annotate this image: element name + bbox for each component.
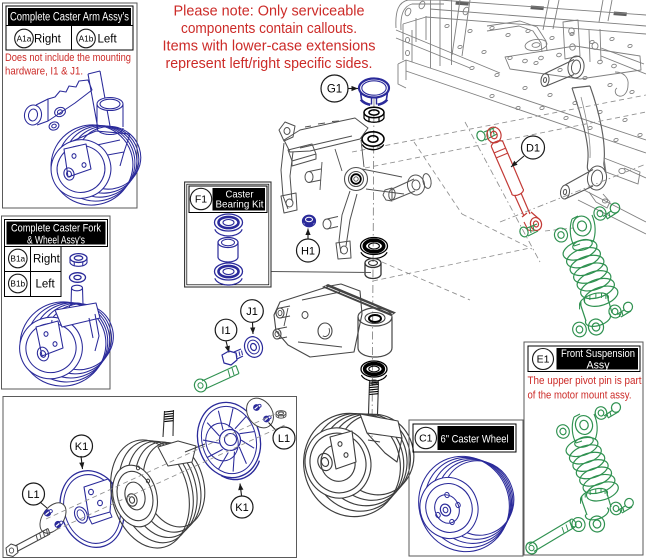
- svg-text:E1: E1: [537, 354, 550, 366]
- svg-text:The upper pivot pin is part: The upper pivot pin is part: [528, 375, 643, 387]
- svg-text:J1: J1: [246, 306, 258, 318]
- svg-text:H1: H1: [301, 245, 315, 257]
- svg-text:F1: F1: [195, 194, 207, 206]
- svg-text:Right: Right: [34, 34, 62, 46]
- svg-text:K1: K1: [235, 502, 248, 514]
- svg-text:Complete Caster Fork: Complete Caster Fork: [11, 223, 101, 235]
- svg-text:Caster: Caster: [226, 190, 255, 201]
- svg-text:Left: Left: [98, 34, 118, 46]
- svg-text:B1a: B1a: [10, 254, 25, 264]
- svg-text:A1b: A1b: [79, 34, 94, 44]
- svg-text:Right: Right: [33, 253, 61, 265]
- svg-text:of the motor mount assy.: of the motor mount assy.: [528, 390, 632, 402]
- svg-text:Bearing Kit: Bearing Kit: [216, 200, 264, 211]
- svg-text:L1: L1: [278, 433, 290, 445]
- svg-text:Does not include the mounting: Does not include the mounting: [5, 52, 131, 64]
- svg-text:L1: L1: [27, 489, 39, 501]
- svg-text:Assy: Assy: [587, 360, 610, 372]
- svg-text:A1a: A1a: [17, 34, 32, 44]
- svg-text:Front Suspension: Front Suspension: [561, 348, 635, 360]
- svg-text:G1: G1: [327, 84, 342, 96]
- svg-text:hardware, I1 & J1.: hardware, I1 & J1.: [5, 66, 83, 78]
- svg-text:C1: C1: [419, 433, 433, 445]
- svg-text:B1b: B1b: [10, 279, 25, 289]
- svg-text:Complete Caster Arm Assy's: Complete Caster Arm Assy's: [10, 12, 129, 24]
- svg-text:6" Caster Wheel: 6" Caster Wheel: [441, 433, 509, 445]
- svg-text:components contain callouts.: components contain callouts.: [181, 21, 357, 37]
- svg-text:I1: I1: [221, 325, 230, 337]
- svg-text:Please note: Only serviceable: Please note: Only serviceable: [174, 4, 365, 20]
- svg-text:D1: D1: [526, 142, 540, 154]
- svg-text:Items with lower-case extensio: Items with lower-case extensions: [163, 39, 376, 55]
- svg-text:K1: K1: [75, 441, 88, 453]
- svg-text:represent left/right specific: represent left/right specific sides.: [166, 56, 373, 72]
- svg-text:Left: Left: [36, 278, 56, 290]
- svg-text:& Wheel Assy's: & Wheel Assy's: [27, 234, 85, 246]
